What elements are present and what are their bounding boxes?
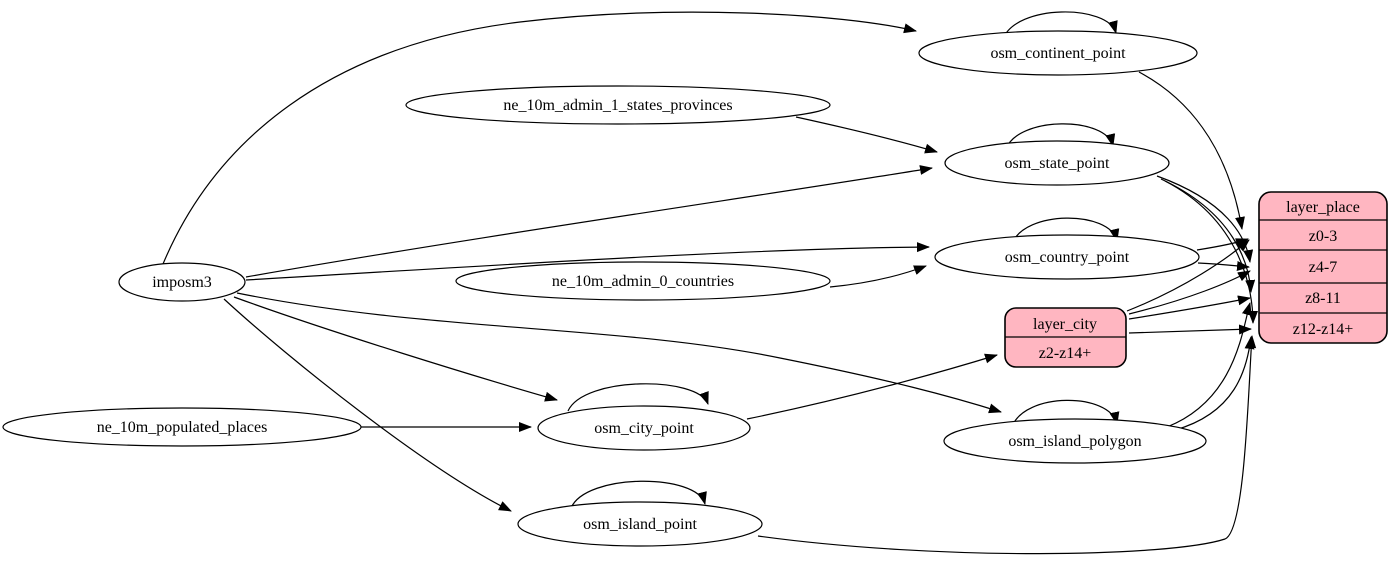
osm_continent_point-shape (918, 30, 1198, 76)
node-imposm3: imposm3 (118, 262, 246, 302)
edge-imposm3-osm_continent_point (162, 11, 917, 265)
ne_10m_populated_places-label: ne_10m_populated_places (97, 419, 268, 436)
layer_place-row-z4-7: z4-7 (1309, 259, 1337, 276)
layer_place-title: layer_place (1286, 199, 1360, 216)
self-loop-osm_state_point (1005, 123, 1116, 150)
self-loop-osm_city_point (567, 383, 709, 412)
imposm3-shape (118, 262, 246, 302)
edge-osm_country_point-layer_place-z0-3 (1196, 238, 1249, 251)
osm_country_point-label: osm_country_point (1005, 249, 1130, 266)
osm_island_polygon-shape (943, 418, 1207, 464)
osm_country_point-shape (934, 234, 1200, 280)
node-osm_city_point: osm_city_point (537, 405, 751, 451)
edge-imposm3-osm_island_point (223, 298, 512, 512)
edge-imposm3-osm_island_polygon (236, 292, 1002, 414)
ne_10m_admin_0_countries-shape (455, 261, 831, 301)
osm_state_point-label: osm_state_point (1005, 155, 1110, 172)
osm_city_point-shape (537, 405, 751, 451)
node-osm_island_point: osm_island_point (517, 501, 763, 547)
edge-imposm3-osm_country_point (245, 242, 930, 281)
edge-osm_city_point-layer_city-z2-z14 (746, 353, 998, 420)
edge-ne_10m_admin_1_states_provinces-osm_state_point (795, 116, 938, 154)
layer_city-title: layer_city (1033, 316, 1097, 333)
layer_place-row-z0-3: z0-3 (1309, 228, 1337, 245)
node-osm_country_point: osm_country_point (934, 234, 1200, 280)
edge-imposm3-osm_city_point (233, 296, 558, 402)
edges (162, 11, 1258, 555)
edge-ne_10m_admin_0_countries-osm_country_point (829, 265, 927, 288)
self-loop-osm_continent_point (1002, 11, 1118, 40)
edge-osm_island_polygon-layer_place-z8-11 (1166, 302, 1252, 428)
edge-layer_city-layer_place-z8-11 (1128, 295, 1251, 320)
osm_city_point-label: osm_city_point (594, 420, 694, 437)
node-ne_10m_admin_1_states_provinces: ne_10m_admin_1_states_provinces (405, 85, 831, 125)
ne_10m_populated_places-shape (2, 407, 362, 447)
ne_10m_admin_0_countries-label: ne_10m_admin_0_countries (552, 273, 734, 290)
node-layer_city: layer_city z2-z14+ (1004, 307, 1127, 368)
self-loop-osm_island_polygon (1011, 399, 1120, 428)
layer_place-row-z12-z14: z12-z14+ (1293, 321, 1354, 338)
self-loop-osm_island_point (570, 480, 707, 509)
edge-osm_state_point-layer_place-z4-7 (1156, 175, 1254, 263)
osm_island_polygon-label: osm_island_polygon (1008, 433, 1141, 450)
osm_island_point-label: osm_island_point (583, 516, 697, 533)
edge-osm_island_point-layer_place-z12-z14 (757, 335, 1257, 555)
edge-layer_city-layer_place-z4-7 (1128, 270, 1251, 315)
edge-imposm3-osm_state_point (245, 165, 933, 278)
node-osm_state_point: osm_state_point (944, 140, 1170, 186)
edge-osm_island_polygon-layer_place-z12-z14 (1174, 336, 1255, 431)
imposm3-label: imposm3 (152, 274, 212, 291)
layer_city-row-z2-z14: z2-z14+ (1039, 345, 1092, 362)
edge-layer_city-layer_place-z12-z14 (1128, 324, 1252, 335)
osm_island_point-shape (517, 501, 763, 547)
node-osm_island_polygon: osm_island_polygon (943, 418, 1207, 464)
osm_state_point-shape (944, 140, 1170, 186)
self-loop-osm_country_point (1011, 217, 1120, 245)
edge-osm_state_point-layer_place-z12-z14 (1164, 180, 1258, 324)
node-ne_10m_admin_0_countries: ne_10m_admin_0_countries (455, 261, 831, 301)
edge-osm_state_point-layer_place-z8-11 (1160, 178, 1256, 293)
layer_place-shape (1258, 191, 1388, 344)
node-ne_10m_populated_places: ne_10m_populated_places (2, 407, 362, 447)
node-osm_continent_point: osm_continent_point (918, 30, 1198, 76)
edge-osm_continent_point-layer_place-z0-3 (1138, 71, 1245, 230)
ne_10m_admin_1_states_provinces-label: ne_10m_admin_1_states_provinces (503, 97, 732, 114)
ne_10m_admin_1_states_provinces-shape (405, 85, 831, 125)
layer_place-row-z8-11: z8-11 (1305, 290, 1341, 307)
osm_continent_point-label: osm_continent_point (990, 45, 1126, 62)
node-layer_place: layer_place z0-3 z4-7 z8-11 z12-z14+ (1258, 191, 1388, 344)
